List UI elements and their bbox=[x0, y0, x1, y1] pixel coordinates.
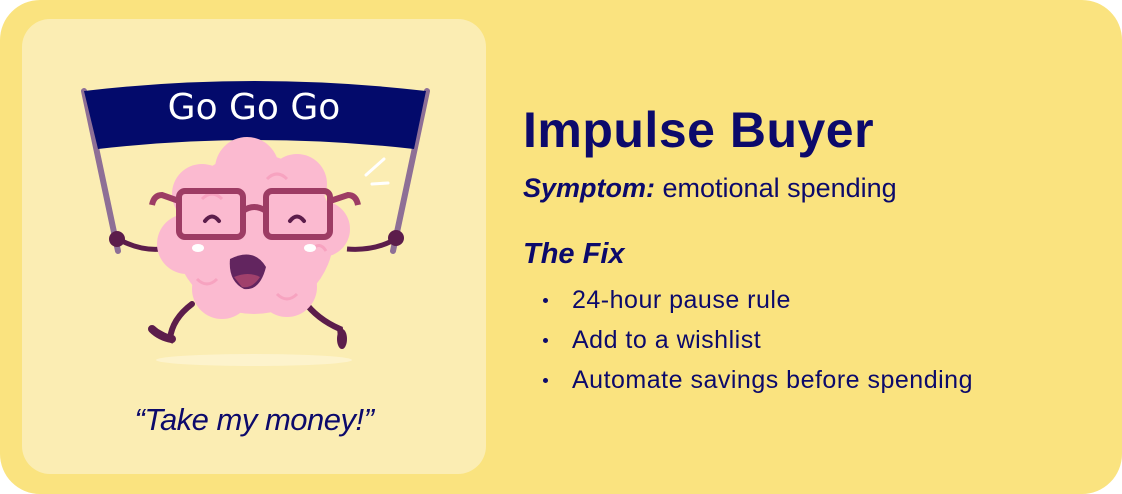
fix-heading: The Fix bbox=[523, 238, 625, 270]
brain-body bbox=[157, 137, 350, 319]
list-item: Automate savings before spending bbox=[523, 360, 973, 400]
fix-list: 24-hour pause rule Add to a wishlist Aut… bbox=[523, 280, 973, 400]
brain-mascot-illustration: Go Go Go bbox=[81, 81, 430, 366]
banner bbox=[84, 81, 426, 149]
symptom-line: Symptom: emotional spending bbox=[523, 170, 973, 206]
page-title: Impulse Buyer bbox=[523, 102, 875, 158]
right-pole bbox=[390, 88, 430, 254]
banner-text: Go Go Go bbox=[168, 87, 341, 128]
ground-shadow bbox=[156, 354, 352, 366]
list-item-text: Add to a wishlist bbox=[572, 326, 762, 354]
bullet-icon bbox=[543, 298, 548, 303]
list-item: Add to a wishlist bbox=[523, 320, 973, 360]
list-item-text: 24-hour pause rule bbox=[572, 286, 791, 314]
glasses bbox=[149, 188, 361, 240]
symptom-value: emotional spending bbox=[655, 173, 897, 203]
list-item: 24-hour pause rule bbox=[523, 280, 973, 320]
illustration-panel: Go Go Go bbox=[22, 19, 486, 474]
list-item-text: Automate savings before spending bbox=[572, 366, 973, 394]
bullet-icon bbox=[543, 338, 548, 343]
quote-text: “Take my money!” bbox=[134, 402, 374, 437]
bullet-icon bbox=[543, 378, 548, 383]
left-pole bbox=[81, 88, 121, 254]
symptom-label: Symptom: bbox=[523, 173, 656, 203]
content-section: Impulse Buyer Symptom: emotional spendin… bbox=[523, 100, 973, 400]
